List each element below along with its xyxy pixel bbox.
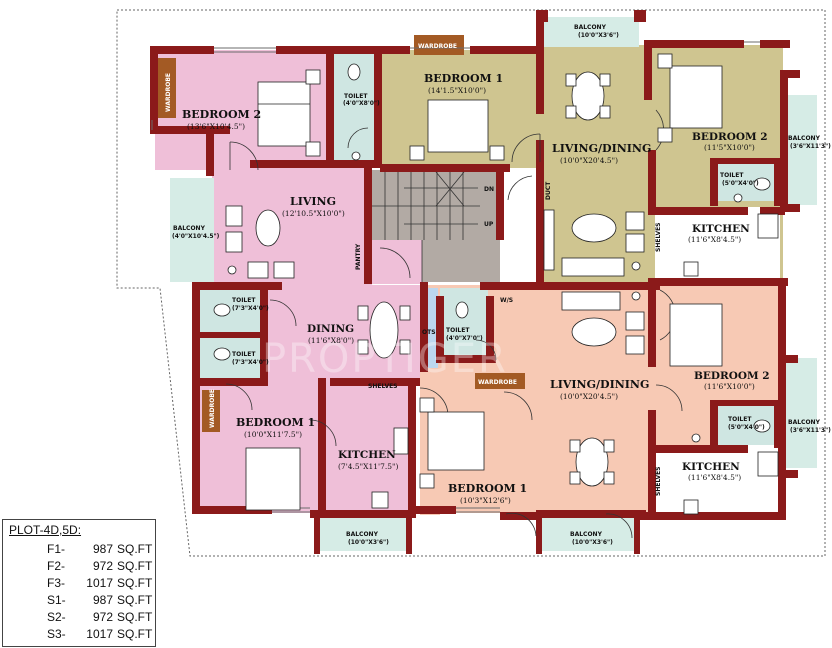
wardrobe-label: WARDROBE bbox=[478, 379, 517, 386]
staircase bbox=[372, 171, 480, 282]
room-dim: (11'6"X8'4.5") bbox=[688, 235, 741, 244]
balcony-dim: (3'6"X11'3") bbox=[790, 143, 831, 150]
shelves-label: SHELVES bbox=[655, 466, 662, 496]
shelves-label: SHELVES bbox=[655, 222, 662, 252]
plot-table-row: S3- 1017 SQ.FT bbox=[47, 627, 153, 643]
floor-area: 972 bbox=[92, 610, 113, 624]
floor-area: 987 bbox=[92, 542, 113, 556]
room-dim: (13'6"X10'4.5") bbox=[187, 122, 245, 131]
balcony-dim: (4'0"X10'4.5") bbox=[172, 233, 220, 240]
balcony-label: BALCONY bbox=[574, 24, 607, 31]
room-label: BEDROOM 2 bbox=[692, 131, 768, 143]
floor-code: S3- bbox=[47, 627, 66, 641]
balcony-label: BALCONY bbox=[173, 225, 206, 232]
pantry-label: PANTRY bbox=[355, 243, 362, 270]
room-label: BEDROOM 1 bbox=[424, 72, 503, 85]
plot-boundary bbox=[116, 9, 826, 557]
wardrobe-label: WARDROBE bbox=[165, 73, 172, 112]
toilet-dim: (5'0"X4'0") bbox=[722, 180, 759, 187]
floor-area: 1017 bbox=[86, 627, 113, 641]
wardrobe-label: WARDROBE bbox=[418, 43, 457, 50]
area-unit: SQ.FT bbox=[117, 542, 153, 556]
room-label: LIVING/DINING bbox=[550, 378, 649, 391]
room-label: LIVING/DINING bbox=[552, 142, 651, 155]
floor-code: F2- bbox=[47, 559, 65, 573]
toilet-dim: (7'3"X4'0") bbox=[232, 359, 269, 366]
room-dim: (14'1.5"X10'0") bbox=[428, 86, 486, 95]
balcony-label: BALCONY bbox=[788, 419, 821, 426]
area-unit: SQ.FT bbox=[117, 576, 153, 590]
plot-table-row: F2- 972 SQ.FT bbox=[47, 559, 153, 575]
toilet-label: TOILET bbox=[446, 327, 470, 334]
area-unit: SQ.FT bbox=[117, 627, 153, 641]
balcony-dim: (10'0"X3'6") bbox=[348, 539, 389, 546]
balcony-label: BALCONY bbox=[788, 135, 821, 142]
ws-label: W/S bbox=[500, 297, 513, 304]
watermark: PROPTIGER bbox=[262, 336, 508, 382]
area-unit: SQ.FT bbox=[117, 593, 153, 607]
toilet-dim: (4'0"X7'0") bbox=[446, 335, 483, 342]
room-dim: (10'3"X12'6") bbox=[460, 496, 511, 505]
toilet-label: TOILET bbox=[720, 172, 744, 179]
room-dim: (10'0"X20'4.5") bbox=[560, 156, 618, 165]
area-unit: SQ.FT bbox=[117, 559, 153, 573]
room-dim: (11'6"X10'0") bbox=[704, 382, 755, 391]
room-label: KITCHEN bbox=[682, 461, 740, 473]
room-label: BEDROOM 2 bbox=[694, 370, 770, 382]
floor-area: 987 bbox=[92, 593, 113, 607]
plot-table-row: S2- 972 SQ.FT bbox=[47, 610, 153, 626]
floor-code: S1- bbox=[47, 593, 66, 607]
area-unit: SQ.FT bbox=[117, 610, 153, 624]
room-dim: (10'0"X20'4.5") bbox=[560, 392, 618, 401]
floor-code: F1- bbox=[47, 542, 65, 556]
floor-area: 1017 bbox=[86, 576, 113, 590]
room-dim: (11'5"X10'0") bbox=[704, 143, 755, 152]
toilet-label: TOILET bbox=[344, 93, 368, 100]
toilet-dim: (5'0"X4'0") bbox=[728, 424, 765, 431]
room-label: KITCHEN bbox=[692, 223, 750, 235]
room-label: DINING bbox=[307, 323, 354, 335]
room-dim: (10'0"X11'7.5") bbox=[244, 430, 302, 439]
balcony-label: BALCONY bbox=[346, 531, 379, 538]
toilet-dim: (4'0"X8'0") bbox=[343, 100, 380, 107]
stair-dn-label: DN bbox=[484, 186, 494, 193]
plot-area-table: PLOT-4D,5D: F1- 987 SQ.FT F2- 972 SQ.FT … bbox=[2, 519, 156, 647]
walls bbox=[150, 10, 800, 554]
toilet-label: TOILET bbox=[232, 297, 256, 304]
balcony-dim: (10'0"X3'6") bbox=[572, 539, 613, 546]
floor-code: F3- bbox=[47, 576, 65, 590]
stair-up-label: UP bbox=[484, 221, 494, 228]
room-fills bbox=[155, 17, 817, 551]
room-label: BEDROOM 2 bbox=[182, 108, 261, 121]
floor-area: 972 bbox=[92, 559, 113, 573]
toilet-dim: (7'3"X4'0") bbox=[232, 305, 269, 312]
room-label: BEDROOM 1 bbox=[236, 416, 315, 429]
balcony-dim: (10'0"X3'6") bbox=[578, 32, 619, 39]
room-label: BEDROOM 1 bbox=[448, 482, 527, 495]
wardrobe-label: WARDROBE bbox=[209, 389, 216, 428]
plot-table-title: PLOT-4D,5D: bbox=[9, 523, 82, 537]
room-dim: (11'6"X8'0") bbox=[308, 336, 354, 345]
toilet-label: TOILET bbox=[232, 351, 256, 358]
plot-table-row: F1- 987 SQ.FT bbox=[47, 542, 153, 558]
room-label: KITCHEN bbox=[338, 449, 396, 461]
toilet-label: TOILET bbox=[728, 416, 752, 423]
room-dim: (7'4.5"X11'7.5") bbox=[338, 462, 398, 471]
floor-code: S2- bbox=[47, 610, 66, 624]
shelves-label: SHELVES bbox=[368, 383, 398, 390]
room-dim: (12'10.5"X10'0") bbox=[282, 209, 345, 218]
plot-table-row: S1- 987 SQ.FT bbox=[47, 593, 153, 609]
duct-label: DUCT bbox=[545, 181, 552, 200]
balcony-dim: (3'6"X11'3") bbox=[790, 427, 831, 434]
ots-label: OTS bbox=[422, 329, 436, 336]
plot-table-row: F3- 1017 SQ.FT bbox=[47, 576, 153, 592]
furniture bbox=[213, 53, 779, 515]
balcony-label: BALCONY bbox=[570, 531, 603, 538]
room-label: LIVING bbox=[290, 195, 336, 208]
room-dim: (11'6"X8'4.5") bbox=[688, 473, 741, 482]
